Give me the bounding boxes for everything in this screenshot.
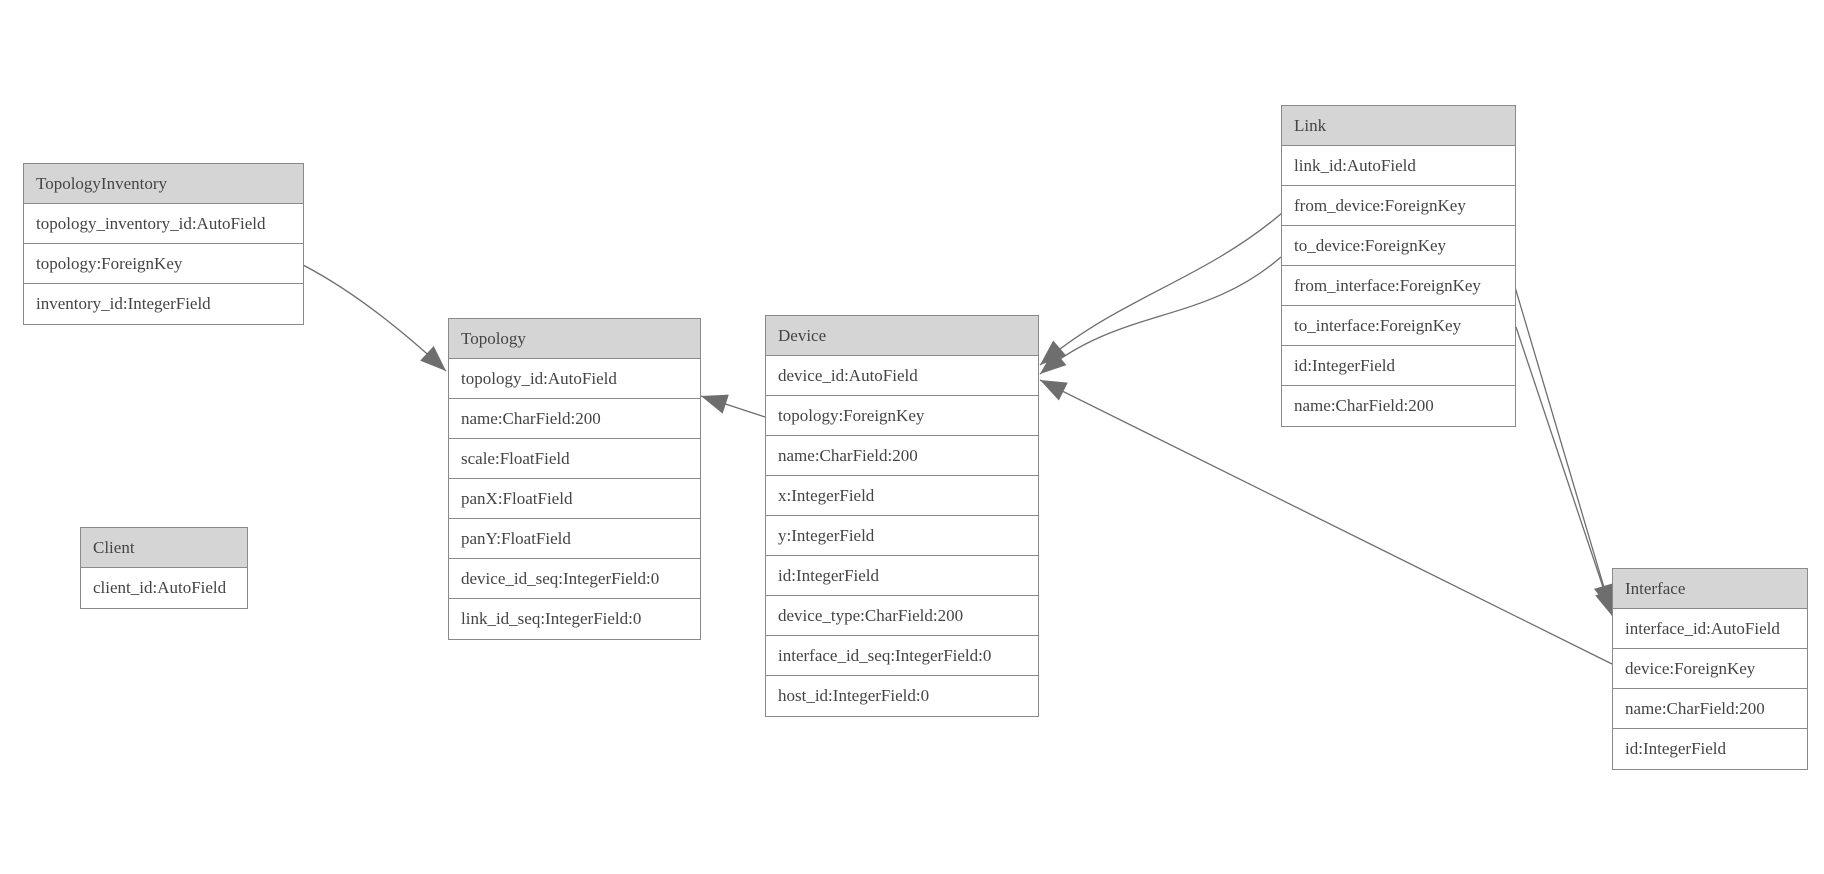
relation-TopologyInventory.topology-to-Topology bbox=[302, 264, 447, 372]
relation-Interface.device-to-Device bbox=[1039, 379, 1613, 665]
relation-arrowhead bbox=[1595, 589, 1615, 617]
relation-arrowhead bbox=[1040, 380, 1068, 401]
relation-line bbox=[1039, 379, 1613, 665]
relation-line bbox=[1514, 286, 1612, 612]
relation-Link.from_interface-to-Interface bbox=[1514, 286, 1614, 612]
relation-line bbox=[1039, 256, 1282, 375]
relation-Device.topology-to-Topology bbox=[700, 394, 766, 418]
relation-arrowhead bbox=[701, 394, 729, 414]
relation-arrowhead bbox=[1040, 349, 1067, 374]
relation-line bbox=[1039, 212, 1283, 366]
relation-arrowhead bbox=[420, 345, 446, 371]
relation-Link.to_device-to-Device bbox=[1039, 256, 1282, 375]
relation-Link.to_interface-to-Interface bbox=[1515, 326, 1615, 618]
relation-line bbox=[302, 264, 447, 372]
relation-line bbox=[1515, 326, 1614, 618]
relation-Link.from_device-to-Device bbox=[1039, 212, 1283, 366]
